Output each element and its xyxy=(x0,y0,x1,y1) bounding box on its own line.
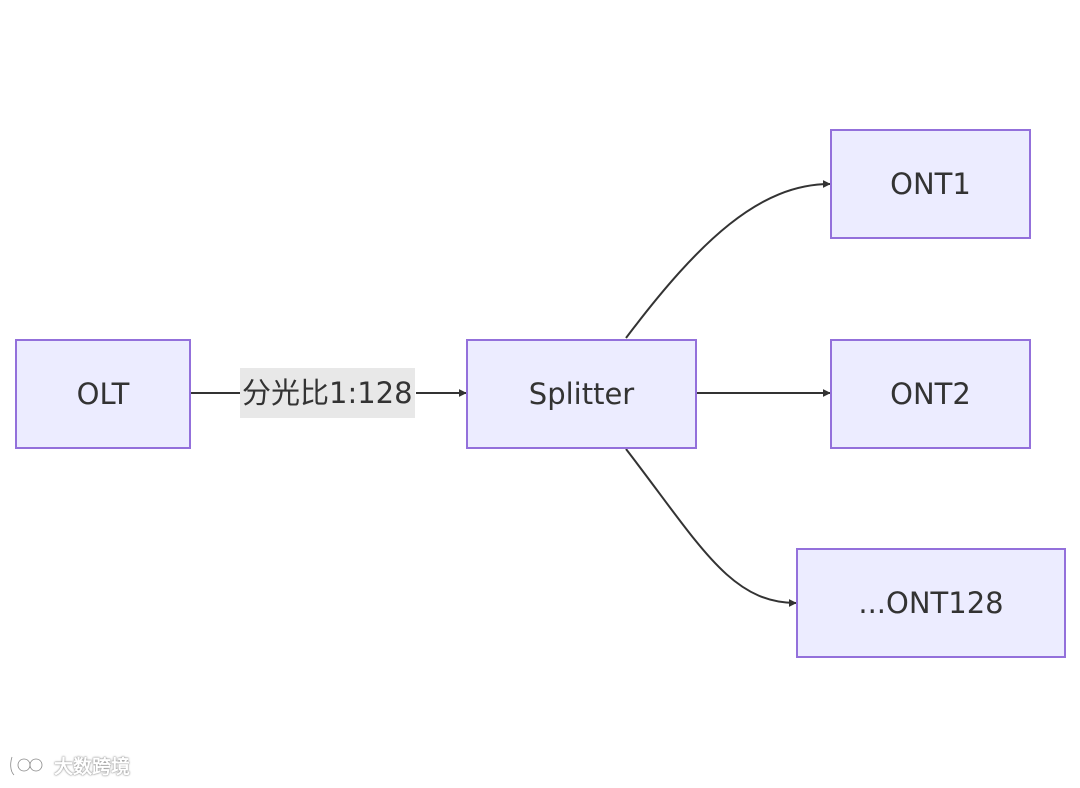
node-ont2: ONT2 xyxy=(830,339,1031,449)
logo-icon xyxy=(9,756,44,776)
node-ont1: ONT1 xyxy=(830,129,1031,239)
node-ont1-label: ONT1 xyxy=(890,167,971,201)
edge-splitter-ont128 xyxy=(625,448,797,607)
node-splitter: Splitter xyxy=(466,339,697,449)
watermark-text: 大数跨境 xyxy=(54,756,131,778)
node-ont2-label: ONT2 xyxy=(890,377,971,411)
node-ont128: ...ONT128 xyxy=(796,548,1066,658)
node-olt: OLT xyxy=(15,339,191,449)
watermark: 大数跨境 xyxy=(8,752,130,779)
node-splitter-label: Splitter xyxy=(528,377,635,411)
edge-splitter-ont1 xyxy=(625,180,831,339)
edge-label-split-ratio: 分光比1:128 xyxy=(240,368,415,418)
node-ont128-label: ...ONT128 xyxy=(858,586,1004,620)
node-olt-label: OLT xyxy=(76,377,130,411)
